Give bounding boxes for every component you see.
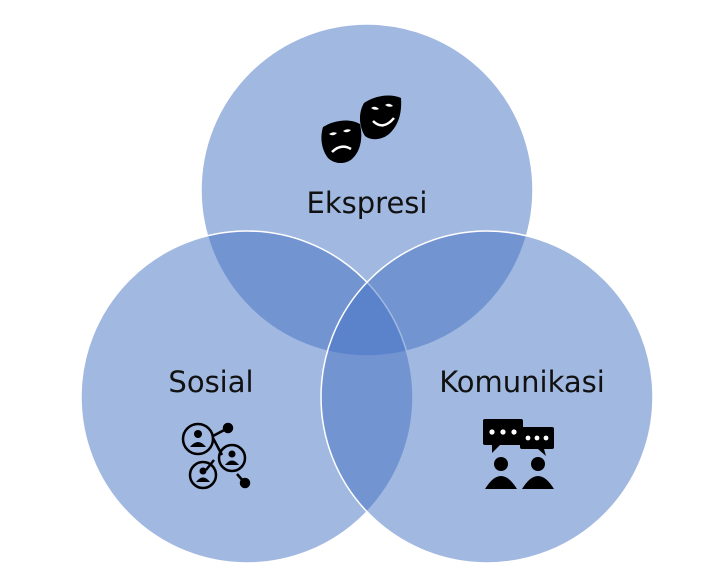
circle-komunikasi	[320, 230, 654, 564]
label-sosial: Sosial	[168, 365, 253, 399]
social-network-icon	[181, 422, 251, 490]
label-ekspresi: Ekspresi	[307, 186, 428, 220]
theater-masks-icon	[321, 95, 402, 164]
conversation-icon	[483, 419, 554, 489]
label-komunikasi: Komunikasi	[439, 365, 605, 399]
